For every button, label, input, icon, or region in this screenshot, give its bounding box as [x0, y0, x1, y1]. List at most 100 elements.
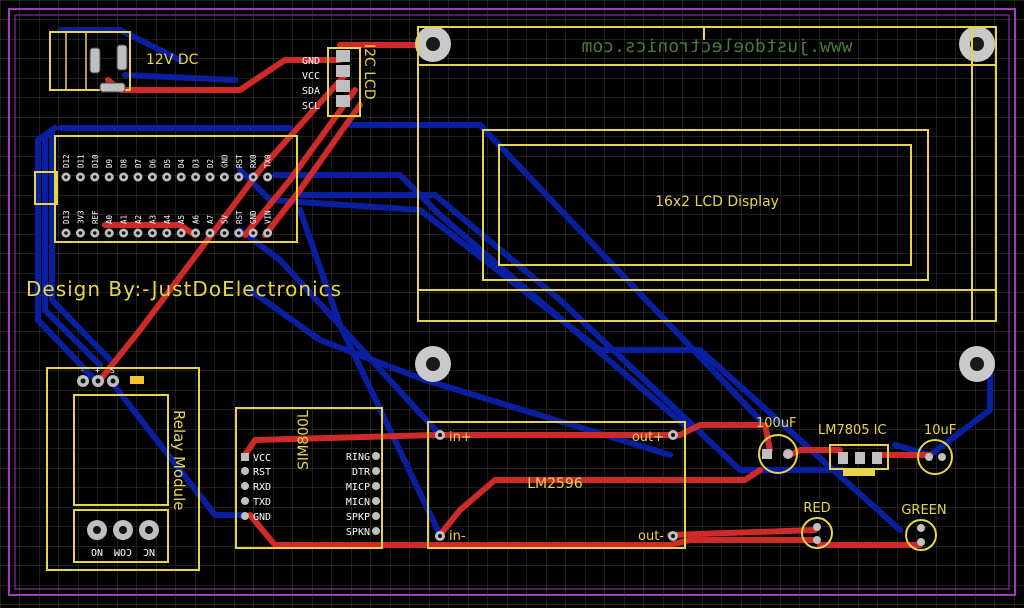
dc-jack — [49, 31, 131, 93]
arduino-bottom-pin-label: A7 — [206, 215, 215, 224]
sim-pin-txd: TXD — [253, 497, 271, 508]
sim-pin-dtr: DTR — [352, 467, 371, 478]
sim-pin-micp: MICP — [346, 482, 370, 493]
arduino-bottom-pin-label: A0 — [105, 214, 114, 224]
lcd-label: 16x2 LCD Display — [655, 194, 779, 210]
arduino-bottom-pin-label: 5V — [220, 214, 229, 224]
arduino-pad-hole-bottom-6 — [150, 231, 155, 235]
arduino-bottom-pin-label: A1 — [120, 215, 129, 224]
capacitor-10uf-label: 10uF — [924, 423, 956, 438]
relay-module-label: Relay Module — [170, 410, 188, 511]
arduino-bottom-pin-label: A2 — [134, 215, 143, 224]
sim-pin-ring: RING — [346, 452, 370, 463]
arduino-pad-hole-top-7 — [165, 175, 169, 179]
lm2596-out-plus: out+ — [632, 430, 664, 445]
relay-terminal-nc: NC — [143, 546, 155, 557]
sim-pin-gnd: GND — [253, 512, 271, 523]
relay-terminal-no: NO — [91, 546, 103, 557]
i2c-header-label: I2C LCD — [361, 44, 377, 100]
relay-pin-signal: S — [110, 366, 115, 375]
arduino-top-pin-label: TX0 — [264, 154, 273, 168]
arduino-pad-hole-top-5 — [136, 175, 140, 179]
arduino-pad-hole-bottom-9 — [193, 231, 198, 235]
arduino-pad-hole-bottom-7 — [165, 231, 169, 235]
top-copper-traces — [97, 42, 933, 548]
arduino-pad-hole-bottom-3 — [107, 231, 111, 235]
arduino-bottom-pin-label: VIN — [264, 210, 273, 224]
mounting-holes — [415, 26, 995, 382]
arduino-top-pin-label: D9 — [105, 159, 114, 168]
led-red-label: RED — [803, 501, 830, 516]
lm2596-out-minus: out- — [638, 529, 664, 544]
lm7805-regulator — [829, 444, 889, 476]
lcd-outline — [417, 26, 997, 322]
arduino-top-pin-label: RST — [235, 154, 244, 168]
capacitor-100uf-label: 100uF — [756, 416, 797, 431]
sim-pin-micn: MICN — [346, 497, 370, 508]
arduino-bottom-pin-label: RST — [235, 210, 244, 224]
arduino-pad-hole-bottom-5 — [136, 231, 140, 235]
arduino-pad-hole-bottom-13 — [251, 231, 255, 235]
arduino-top-pin-label: D10 — [91, 154, 100, 168]
relay-module — [46, 367, 200, 571]
arduino-pads — [61, 172, 273, 238]
arduino-bottom-pin-label: GND — [249, 210, 258, 224]
arduino-pad-hole-bottom-11 — [222, 231, 227, 235]
arduino-bottom-pin-label: A6 — [192, 214, 201, 224]
i2c-pin-scl: SCL — [302, 101, 320, 112]
designer-credit: Design By:-JustDoElectronics — [26, 277, 342, 301]
relay-pin-minus: - — [80, 366, 85, 375]
arduino-pad-hole-bottom-12 — [237, 231, 241, 235]
lm7805-label: LM7805 IC — [818, 423, 887, 438]
arduino-pad-hole-top-9 — [193, 175, 198, 179]
arduino-pad-hole-top-0 — [64, 175, 68, 179]
arduino-bottom-pin-label: A5 — [177, 215, 186, 224]
lm2596-in-plus: in+ — [449, 430, 472, 445]
arduino-pad-hole-top-8 — [179, 175, 183, 179]
arduino-pad-hole-bottom-0 — [64, 231, 68, 235]
arduino-top-pin-label: D6 — [148, 158, 157, 168]
arduino-pad-hole-top-6 — [150, 175, 155, 179]
board-outline — [8, 8, 1016, 596]
arduino-top-pin-label: RX0 — [249, 154, 258, 168]
arduino-top-pin-label: D12 — [62, 154, 71, 168]
arduino-top-pin-label: GND — [220, 154, 229, 168]
capacitor-10uf — [917, 439, 953, 475]
i2c-pin-sda: SDA — [302, 86, 320, 97]
led-green — [905, 519, 937, 551]
arduino-pad-hole-top-1 — [78, 175, 83, 179]
arduino-pad-hole-top-14 — [265, 175, 270, 179]
arduino-pad-hole-top-10 — [208, 175, 212, 179]
dc-jack-label: 12V DC — [146, 52, 199, 68]
arduino-pad-hole-bottom-10 — [208, 231, 212, 235]
arduino-nano — [34, 135, 298, 243]
arduino-top-pin-label: D8 — [120, 158, 129, 168]
arduino-top-pin-label: D2 — [206, 159, 215, 168]
lm2596-module — [427, 421, 686, 549]
sim-pin-spkp: SPKP — [346, 512, 370, 523]
arduino-bottom-pin-label: D13 — [62, 210, 71, 224]
sim-pin-vcc: VCC — [253, 453, 271, 464]
arduino-pad-hole-bottom-2 — [93, 231, 97, 235]
arduino-bottom-pin-label: 3V3 — [76, 210, 85, 224]
arduino-pad-hole-top-11 — [222, 175, 227, 179]
arduino-pad-hole-bottom-1 — [78, 231, 83, 235]
watermark-url: www.justdoelectronics.com — [582, 36, 853, 57]
sim-pin-rxd: RXD — [253, 482, 271, 493]
arduino-pad-hole-top-3 — [107, 175, 111, 179]
lm2596-label: LM2596 — [527, 476, 583, 492]
arduino-top-pin-label: D11 — [76, 154, 85, 168]
sim800l-module — [235, 407, 383, 549]
arduino-pad-hole-top-4 — [121, 175, 126, 179]
relay-pin-plus: + — [95, 366, 100, 375]
arduino-pad-hole-bottom-14 — [265, 231, 270, 235]
led-red — [801, 517, 833, 549]
arduino-bottom-pin-label: A3 — [148, 215, 157, 224]
arduino-top-pin-label: D4 — [177, 158, 186, 168]
arduino-pad-hole-bottom-8 — [179, 231, 183, 235]
